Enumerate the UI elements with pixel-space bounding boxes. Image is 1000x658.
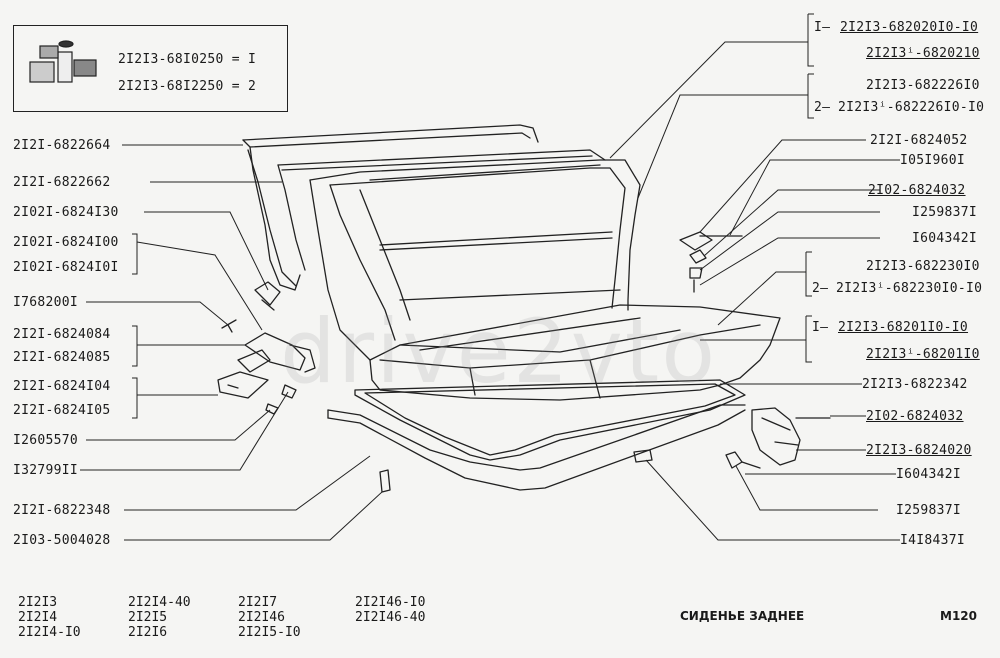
part-label: 2I03-5004028	[13, 533, 111, 548]
part-label: I768200I	[13, 295, 79, 310]
part-label: I32799II	[13, 463, 79, 478]
part-label: 2I2I3ⁱ-682226I0-I0	[838, 100, 985, 115]
part-label: 2I02-6824032	[866, 409, 964, 424]
part-label: I4I8437I	[900, 533, 966, 548]
part-label: I05I960I	[900, 153, 966, 168]
part-label: I259837I	[896, 503, 962, 518]
part-label: 2I2I-6824085	[13, 350, 111, 365]
model-code: 2I2I4	[18, 610, 58, 625]
page-code: M120	[940, 609, 977, 623]
model-list-col-3: 2I2I7 2I2I46 2I2I5-I0	[238, 595, 301, 640]
legend-box	[13, 25, 288, 112]
part-label: 2I2I-6822662	[13, 175, 111, 190]
part-label: 2I2I-6824I05	[13, 403, 111, 418]
part-label: 2I2I3-6824020	[866, 443, 972, 458]
model-code: 2I2I4-40	[128, 595, 191, 610]
model-code: 2I2I3	[18, 595, 58, 610]
model-code: 2I2I46-I0	[355, 595, 426, 610]
model-code: 2I2I5	[128, 610, 168, 625]
part-label: 2I2I-6824052	[870, 133, 968, 148]
part-label-prefix: I—	[812, 320, 829, 335]
part-label: I259837I	[912, 205, 978, 220]
legend-row-1: 2I2I3-68I0250 = I	[118, 52, 257, 67]
part-label: 2I02I-6824I00	[13, 235, 119, 250]
part-label: 2I2I3-682230I0	[866, 259, 980, 274]
model-code: 2I2I46-40	[355, 610, 426, 625]
part-label: 2I2I-6822348	[13, 503, 111, 518]
part-label: 2I2I3-68201I0-I0	[838, 320, 969, 335]
part-label: 2I2I-6824I04	[13, 379, 111, 394]
part-label-prefix: 2—	[812, 281, 829, 296]
part-label: 2I02I-6824I30	[13, 205, 119, 220]
model-list-col-4: 2I2I46-I0 2I2I46-40	[355, 595, 425, 625]
part-label: 2I2I-6822664	[13, 138, 111, 153]
model-list-col-2: 2I2I4-40 2I2I5 2I2I6	[128, 595, 191, 640]
model-code: 2I2I4-I0	[18, 625, 81, 640]
model-code: 2I2I6	[128, 625, 168, 640]
legend-row-2: 2I2I3-68I2250 = 2	[118, 79, 257, 94]
part-label: 2I2I3ⁱ-68201I0	[866, 347, 980, 362]
model-code: 2I2I5-I0	[238, 625, 301, 640]
fastener-kit-icon	[29, 40, 97, 83]
part-label: I604342I	[912, 231, 978, 246]
part-label: 2I02-6824032	[868, 183, 966, 198]
model-list-col-1: 2I2I3 2I2I4 2I2I4-I0	[18, 595, 81, 640]
page-title: СИДЕНЬЕ ЗАДНЕЕ	[680, 609, 805, 623]
part-label: 2I2I3-6822342	[862, 377, 968, 392]
part-label: 2I2I3ⁱ-682230I0-I0	[836, 281, 983, 296]
part-label-prefix: 2—	[814, 100, 831, 115]
part-label: I2605570	[13, 433, 79, 448]
part-label: 2I2I3-682020I0-I0	[840, 20, 979, 35]
model-code: 2I2I46	[238, 610, 285, 625]
part-label: 2I2I-6824084	[13, 327, 111, 342]
part-label: I604342I	[896, 467, 962, 482]
part-label: 2I2I3ⁱ-6820210	[866, 46, 980, 61]
part-label-prefix: I—	[814, 20, 831, 35]
part-label: 2I02I-6824I0I	[13, 260, 119, 275]
model-code: 2I2I7	[238, 595, 278, 610]
part-label: 2I2I3-682226I0	[866, 78, 980, 93]
